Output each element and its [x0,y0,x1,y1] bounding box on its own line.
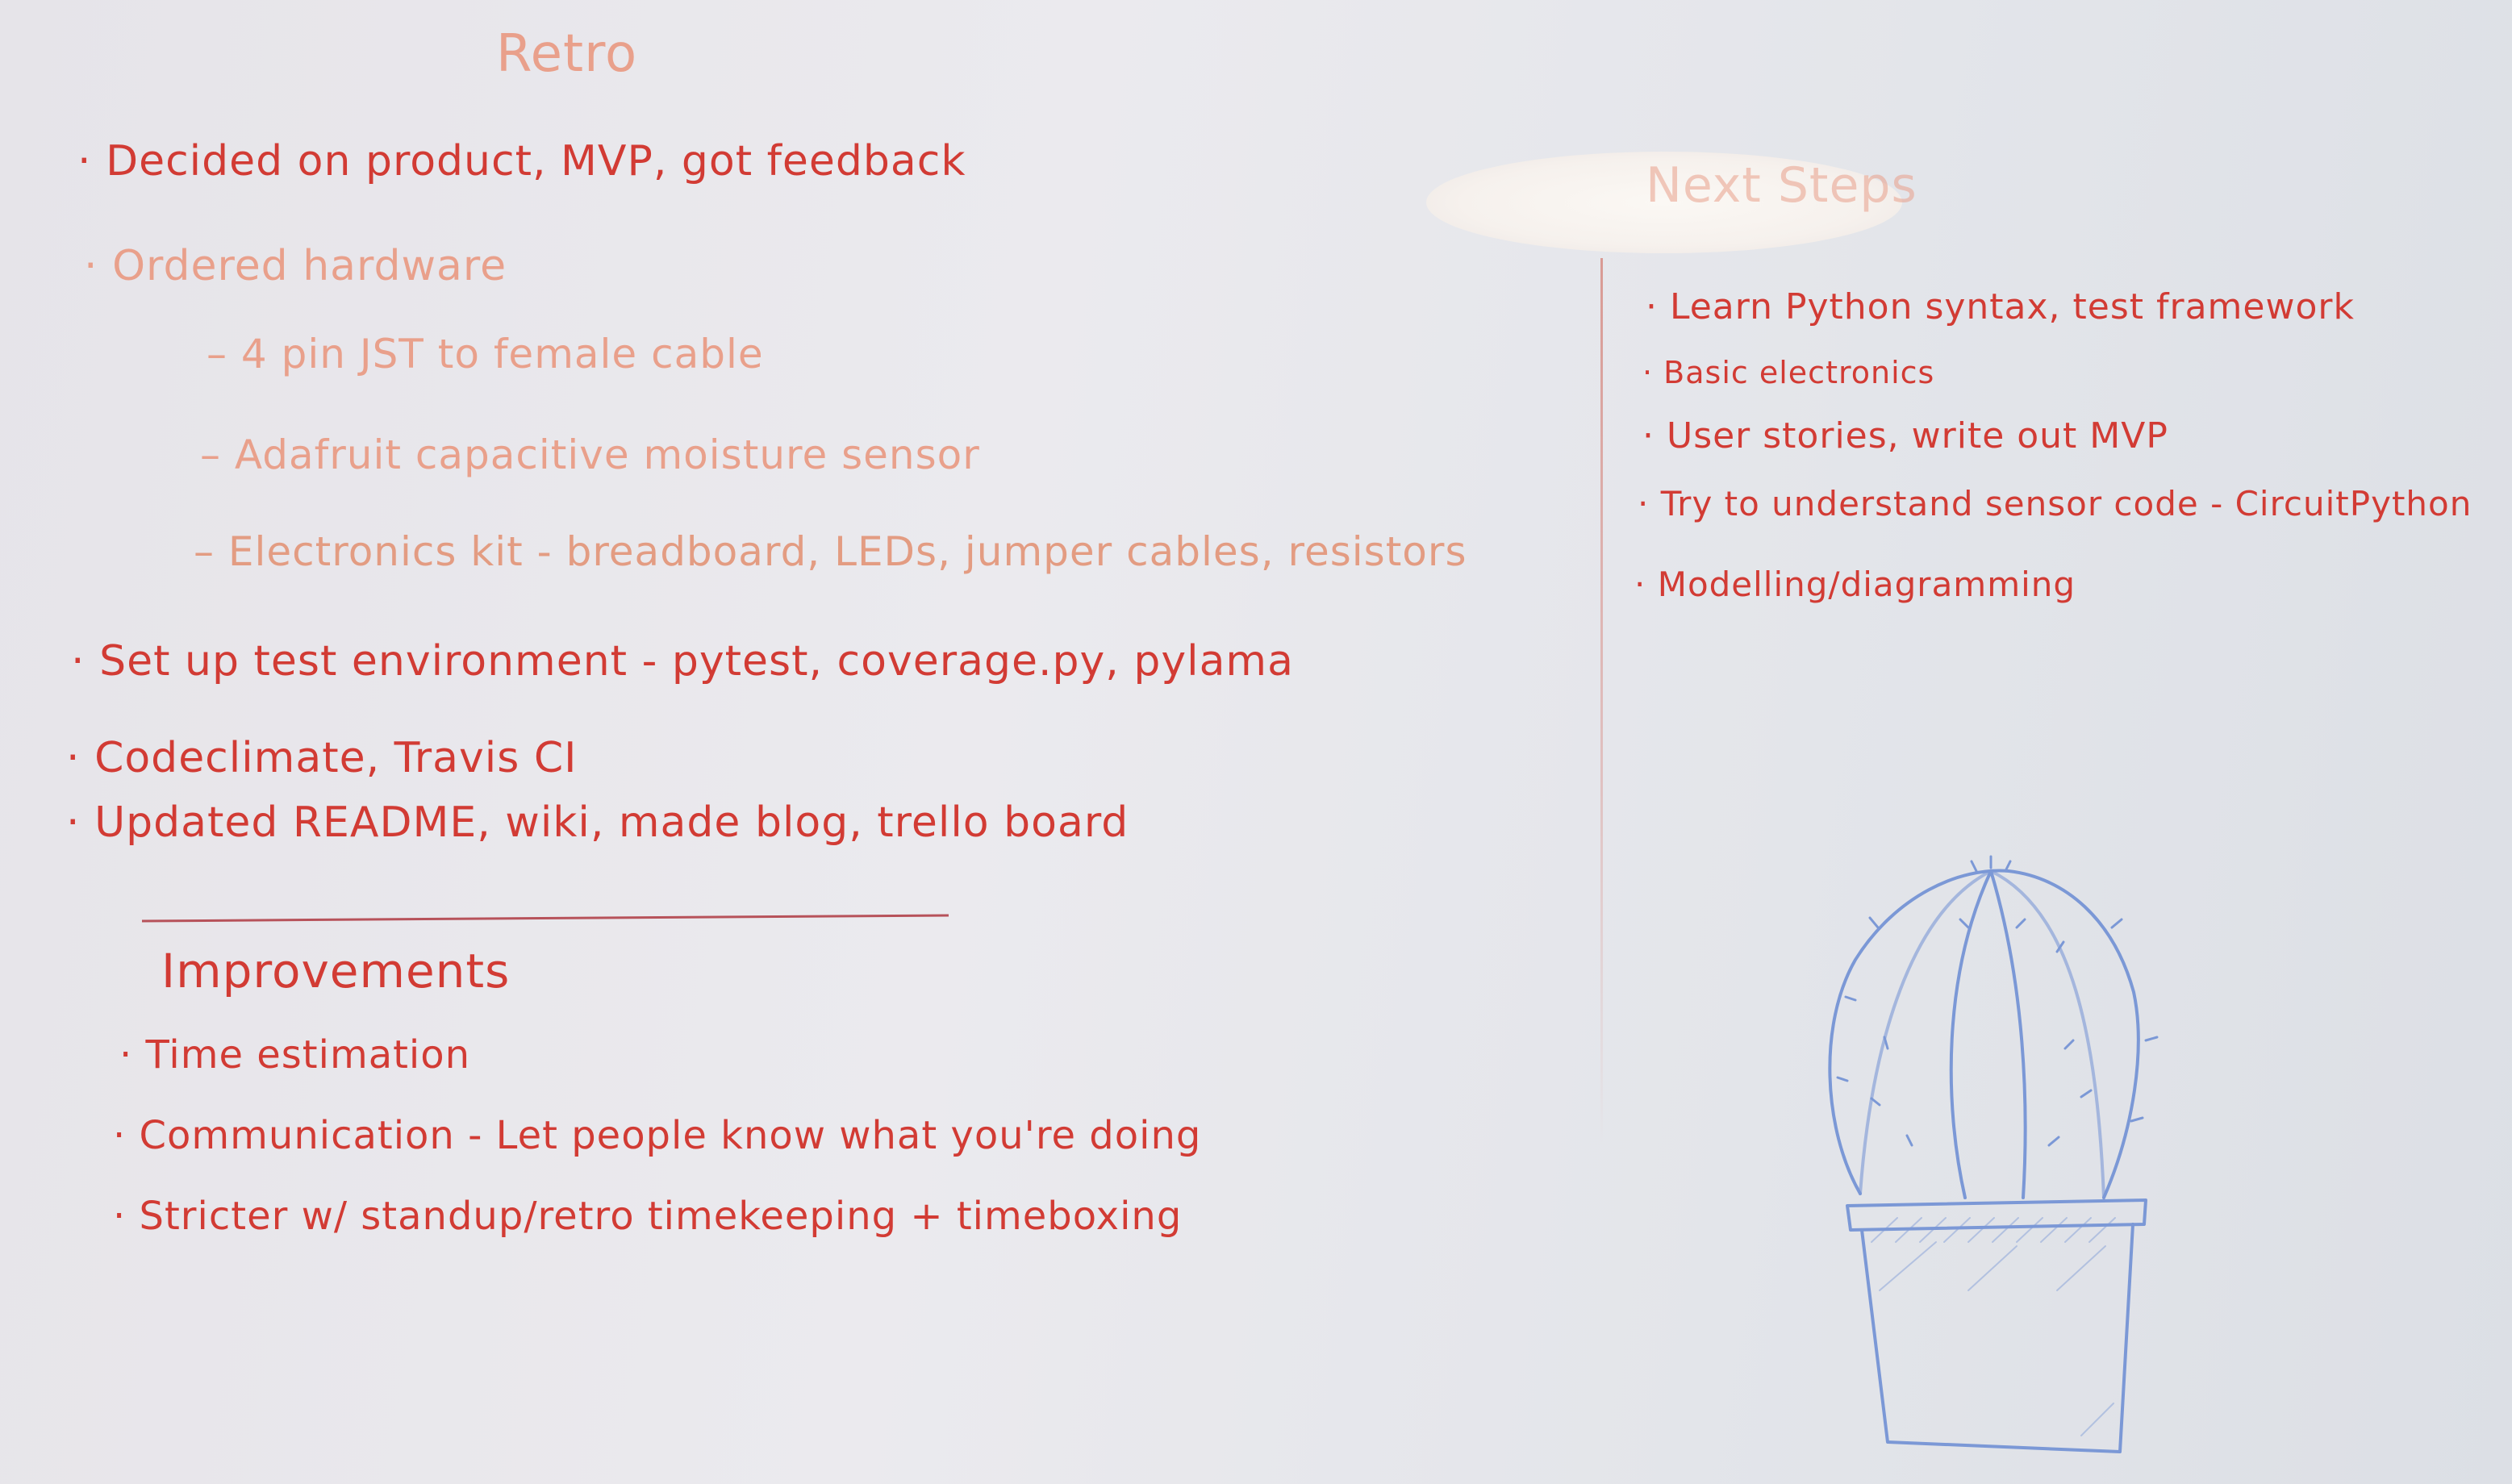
vertical-divider-line [1600,258,1603,1145]
retro-subitem: – Adafruit capacitive moisture sensor [200,431,980,478]
retro-subitem-text: Adafruit capacitive moisture sensor [234,431,980,478]
next-steps-item-text: Modelling/diagramming [1657,565,2076,604]
retro-item: · Updated README, wiki, made blog, trell… [66,798,1129,847]
retro-item: · Decided on product, MVP, got feedback [77,137,966,186]
next-steps-title: Next Steps [1646,157,1917,214]
retro-subitem: – 4 pin JST to female cable [207,331,764,377]
next-steps-item-text: Learn Python syntax, test framework [1669,286,2355,327]
improvements-item-text: Stricter w/ standup/retro timekeeping + … [139,1194,1183,1239]
retro-item-text: Codeclimate, Travis CI [94,734,578,782]
retro-item-text: Set up test environment - pytest, covera… [99,637,1294,686]
retro-item-text: Ordered hardware [112,242,507,290]
improvements-item: · Communication - Let people know what y… [113,1113,1202,1158]
cactus-drawing [1828,855,2159,1453]
next-steps-item-text: Basic electronics [1663,355,1935,390]
retro-subitem: – Electronics kit - breadboard, LEDs, ju… [194,528,1467,575]
next-steps-item: · Learn Python syntax, test framework [1646,286,2355,327]
improvements-title: Improvements [161,944,511,998]
retro-subitem-text: Electronics kit - breadboard, LEDs, jump… [227,528,1467,575]
light-glare [1426,152,1902,253]
improvements-item-text: Communication - Let people know what you… [139,1113,1202,1158]
retro-item: · Set up test environment - pytest, cove… [71,637,1294,686]
next-steps-item-text: User stories, write out MVP [1666,415,2168,456]
horizontal-divider-line [142,914,949,923]
improvements-item: · Stricter w/ standup/retro timekeeping … [113,1194,1183,1239]
improvements-item-text: Time estimation [145,1032,471,1078]
next-steps-item: · Try to understand sensor code - Circui… [1638,484,2472,523]
retro-item-text: Decided on product, MVP, got feedback [106,137,966,186]
next-steps-item-text: Try to understand sensor code - CircuitP… [1660,484,2472,523]
retro-title: Retro [496,24,638,84]
next-steps-item: · Basic electronics [1642,355,1935,390]
retro-item: · Codeclimate, Travis CI [66,734,578,782]
next-steps-item: · Modelling/diagramming [1634,565,2076,604]
next-steps-item: · User stories, write out MVP [1642,415,2168,456]
retro-subitem-text: 4 pin JST to female cable [240,331,764,377]
improvements-item: · Time estimation [119,1032,471,1078]
retro-item-text: Updated README, wiki, made blog, trello … [94,798,1129,847]
retro-item: · Ordered hardware [84,242,507,290]
